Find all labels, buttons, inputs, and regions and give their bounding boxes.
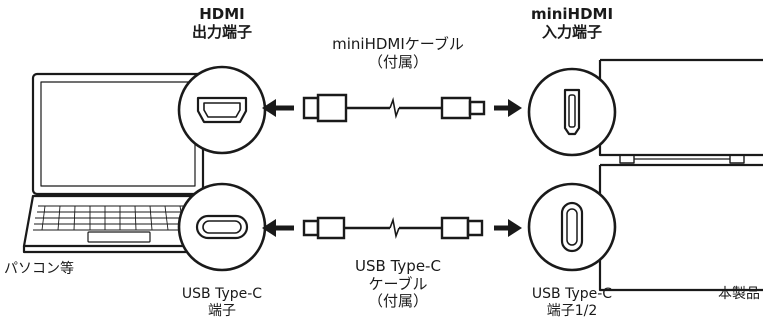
arrow-icon bbox=[262, 219, 276, 237]
arrow-icon bbox=[262, 99, 276, 117]
hdmi-cable bbox=[262, 93, 522, 123]
usbc-cable-label-line1: USB Type-C bbox=[355, 257, 441, 275]
hdmi-cable-label: miniHDMIケーブル （付属） bbox=[300, 35, 496, 71]
minihdmi-in-label: miniHDMI 入力端子 bbox=[512, 5, 632, 41]
arrow-icon bbox=[508, 99, 522, 117]
product-port-label-line2: 端子1/2 bbox=[546, 302, 598, 319]
hdmi-out-label-line1: HDMI bbox=[199, 5, 245, 23]
pc-label: パソコン等 bbox=[4, 261, 74, 277]
hdmi-out-label-line2: 出力端子 bbox=[191, 22, 252, 41]
product-port-label: USB Type-C 端子1/2 bbox=[516, 286, 628, 319]
hdmi-port-icon bbox=[196, 96, 248, 124]
product-label: 本製品 bbox=[718, 286, 760, 302]
pc-port-label-line1: USB Type-C bbox=[181, 286, 263, 302]
usb-c-port-circle-pc bbox=[177, 182, 267, 272]
hdmi-port-circle bbox=[177, 65, 267, 155]
usb-c-port-icon-product bbox=[560, 201, 584, 253]
usb-c-port-icon bbox=[195, 214, 249, 240]
hdmi-cable-label-line2: （付属） bbox=[367, 52, 428, 71]
portable-monitor-icon bbox=[598, 58, 763, 292]
arrow-icon bbox=[508, 219, 522, 237]
hdmi-cable-label-line1: miniHDMIケーブル bbox=[332, 35, 464, 53]
hdmi-out-label: HDMI 出力端子 bbox=[172, 5, 272, 41]
usbc-cable-label-line2: ケーブル bbox=[368, 274, 428, 293]
usbc-cable-label: USB Type-C ケーブル （付属） bbox=[330, 257, 466, 311]
pc-port-label-line2: 端子 bbox=[208, 302, 236, 319]
pc-port-label: USB Type-C 端子 bbox=[166, 286, 278, 319]
minihdmi-in-label-line2: 入力端子 bbox=[541, 22, 602, 41]
minihdmi-port-circle bbox=[527, 67, 617, 157]
usbc-cable-label-line3: （付属） bbox=[367, 292, 428, 311]
minihdmi-port-icon bbox=[563, 88, 581, 136]
usb-c-port-circle-product bbox=[527, 182, 617, 272]
product-port-label-line1: USB Type-C bbox=[531, 286, 613, 302]
usb-c-cable bbox=[262, 216, 522, 240]
minihdmi-in-label-line1: miniHDMI bbox=[530, 5, 614, 23]
